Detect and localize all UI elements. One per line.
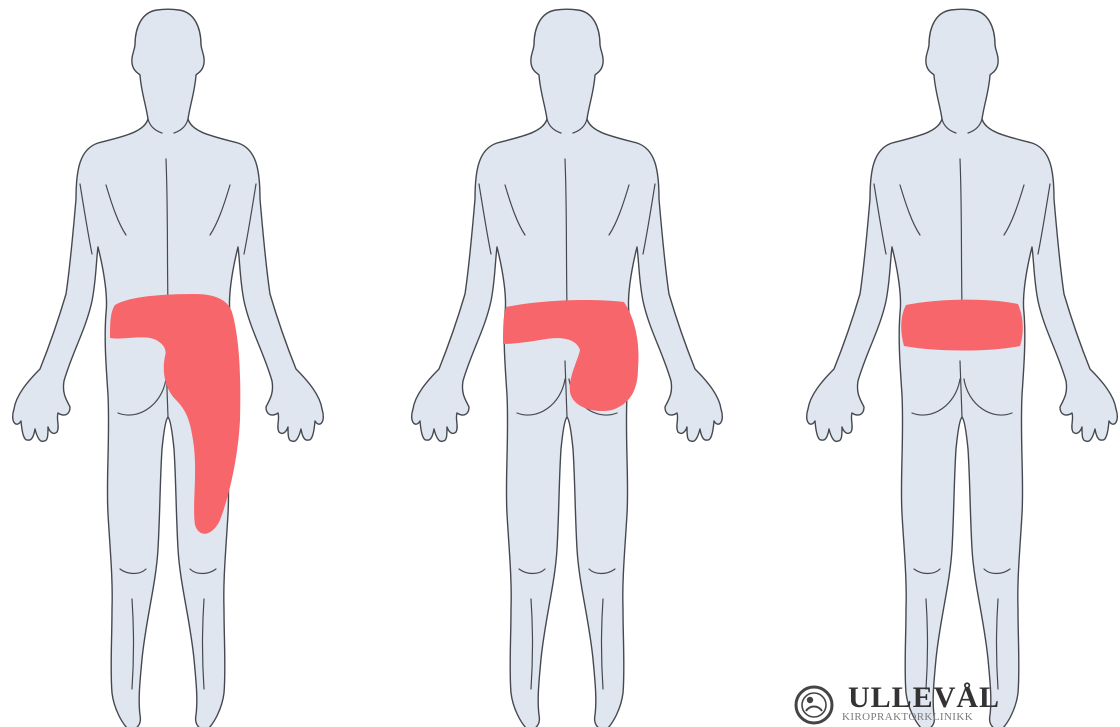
- logo-mark-icon: [792, 683, 838, 725]
- clinic-logo: ULLEVÅL KIROPRAKTORKLINIKK: [792, 683, 1022, 723]
- pain-area-central-low-back: [901, 300, 1023, 351]
- logo-subtitle: KIROPRAKTORKLINIKK: [842, 712, 973, 723]
- logo-title: ULLEVÅL: [848, 683, 1000, 713]
